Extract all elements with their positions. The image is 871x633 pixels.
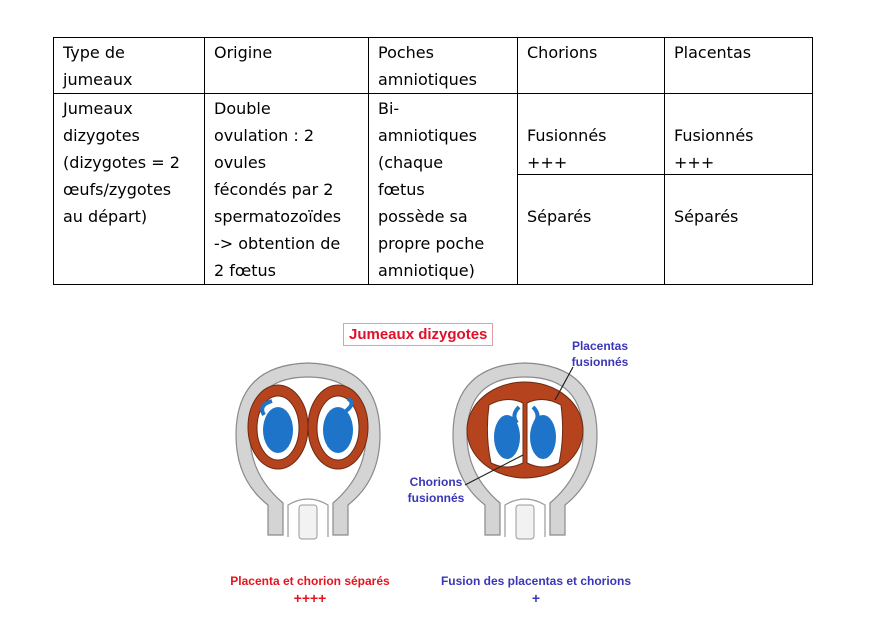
figure-title: Jumeaux dizygotes xyxy=(343,323,494,346)
uterus-separate-diagram xyxy=(235,362,381,540)
twins-table: Type de jumeaux Origine Poches amniotiqu… xyxy=(53,37,813,285)
cell-type: Jumeaux dizygotes (dizygotes = 2 œufs/zy… xyxy=(53,93,205,285)
cell-poches: Bi- amniotiques (chaque fœtus possède sa… xyxy=(368,93,518,285)
left-twin-sac xyxy=(247,384,309,470)
cell-chorions: Fusionnés +++ Séparés xyxy=(517,93,665,285)
chorions-fusionnes: Fusionnés +++ xyxy=(518,121,664,175)
header-chorions: Chorions xyxy=(517,37,665,94)
header-placentas: Placentas xyxy=(664,37,813,94)
caption-left: Placenta et chorion séparés xyxy=(230,574,390,588)
right-twin-sac xyxy=(307,384,369,470)
table-row: Jumeaux dizygotes (dizygotes = 2 œufs/zy… xyxy=(53,93,813,285)
chorions-separes: Séparés xyxy=(527,207,592,226)
caption-right-mark: + xyxy=(531,590,541,606)
fused-placenta xyxy=(466,381,584,479)
caption-left-mark: ++++ xyxy=(293,590,327,606)
placentas-fusionnes: Fusionnés +++ xyxy=(665,121,812,175)
header-type: Type de jumeaux xyxy=(53,37,205,94)
uterus-fused-diagram xyxy=(452,362,598,540)
header-origine: Origine xyxy=(204,37,369,94)
placentas-separes: Séparés xyxy=(674,207,739,226)
label-chorions-fusionnes: Chorions fusionnés xyxy=(407,475,465,505)
cell-placentas: Fusionnés +++ Séparés xyxy=(664,93,813,285)
cell-origine: Double ovulation : 2 ovules fécondés par… xyxy=(204,93,369,285)
header-poches: Poches amniotiques xyxy=(368,37,518,94)
label-placentas-fusionnes: Placentas fusionnés xyxy=(571,339,629,369)
caption-right: Fusion des placentas et chorions xyxy=(440,574,632,588)
table-header-row: Type de jumeaux Origine Poches amniotiqu… xyxy=(53,37,813,94)
